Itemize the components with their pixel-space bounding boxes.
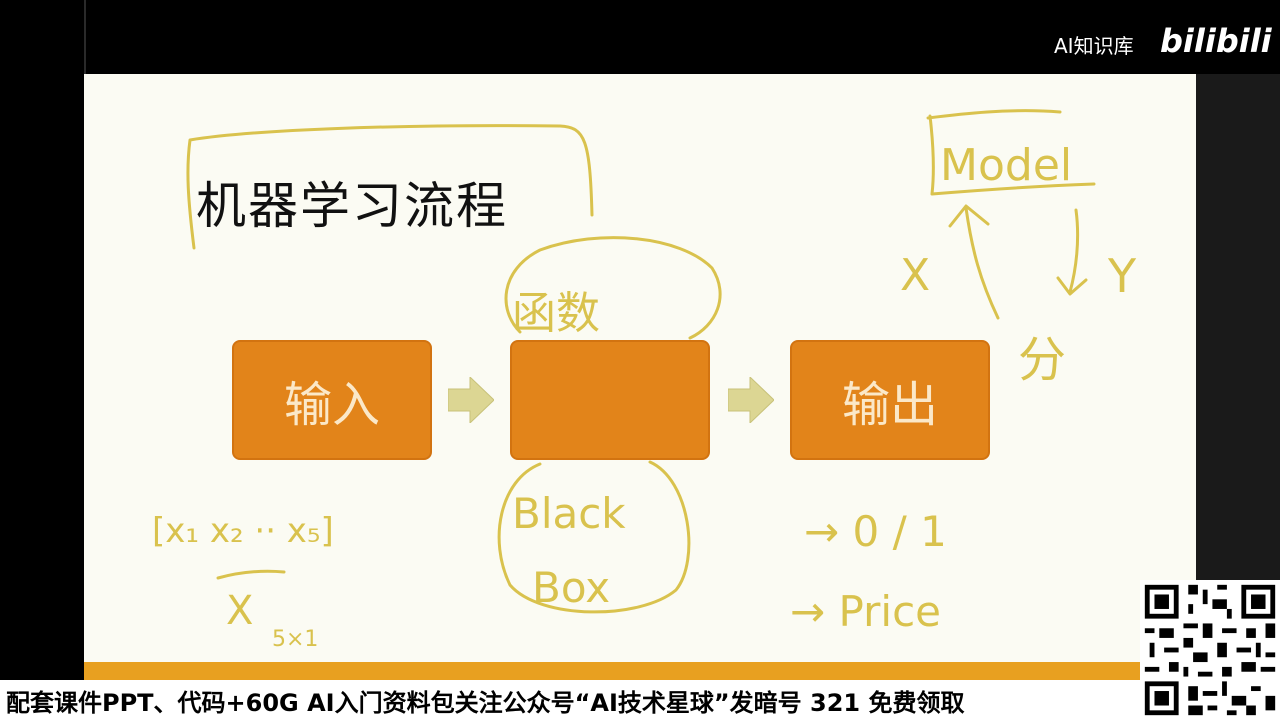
output-box: 输出 [790,340,990,460]
top-divider-line [84,0,86,74]
bilibili-logo: bilibili [1160,22,1272,60]
qr-code-icon[interactable] [1140,580,1280,720]
input-box: 输入 [232,340,432,460]
promo-banner: 配套课件PPT、代码+60G AI入门资料包关注公众号“AI技术星球”发暗号 3… [0,680,1140,720]
brand-watermark: AI知识库 [1054,34,1134,58]
arrow-right-icon [728,377,774,423]
right-side-strip [1196,74,1280,680]
slide-accent-bar [84,662,1196,680]
input-box-label: 输入 [283,377,380,433]
top-black-bar [0,0,1280,74]
function-box [510,340,710,460]
arrow-right-icon [448,377,494,423]
promo-banner-text: 配套课件PPT、代码+60G AI入门资料包关注公众号“AI技术星球”发暗号 3… [6,688,965,717]
output-box-label: 输出 [841,377,938,433]
slide-title: 机器学习流程 [196,177,508,235]
